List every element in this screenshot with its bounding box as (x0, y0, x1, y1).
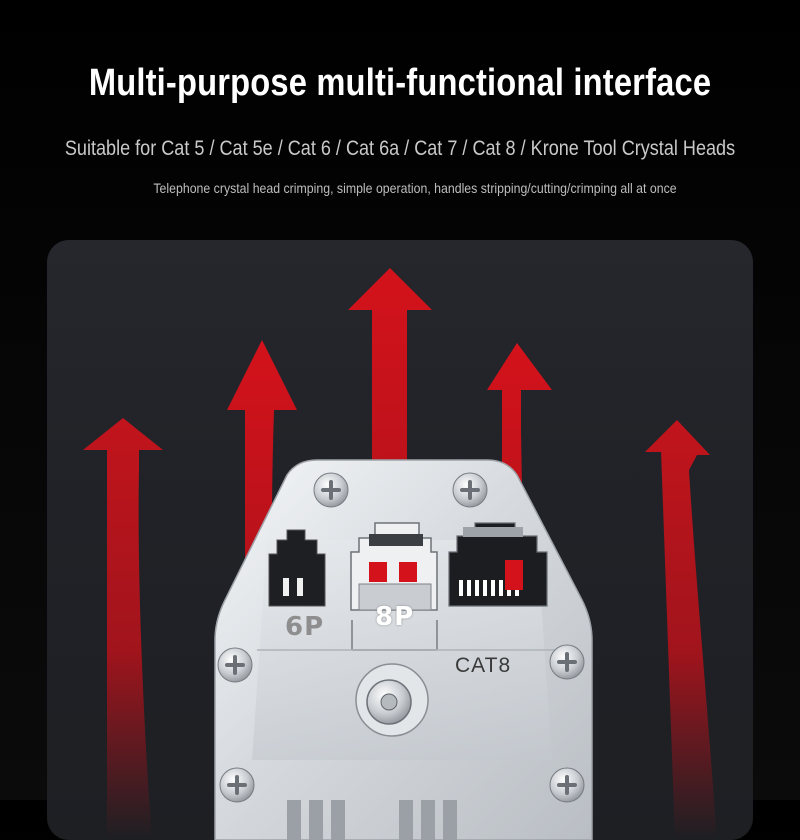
product-panel: 6P 8P CAT8 (47, 240, 753, 840)
feature-description: Telephone crystal head crimping, simple … (153, 180, 677, 196)
screw-icon (217, 647, 253, 683)
die-cat8 (448, 522, 548, 607)
die-6p-label: 6P (285, 612, 325, 642)
product-illustration (83, 268, 717, 840)
die-cat8-label: CAT8 (455, 654, 512, 677)
page-title: Multi-purpose multi-functional interface (88, 62, 712, 104)
screw-icon (313, 472, 349, 508)
die-8p (350, 522, 438, 611)
screw-icon (219, 767, 255, 803)
crimp-tool-head (214, 459, 593, 840)
die-6p (268, 529, 326, 607)
pivot-hub (355, 663, 429, 737)
die-8p-label: 8P (375, 602, 415, 632)
screw-icon (549, 644, 585, 680)
screw-icon (452, 472, 488, 508)
screw-icon (549, 767, 585, 803)
compatibility-subtitle: Suitable for Cat 5 / Cat 5e / Cat 6 / Ca… (64, 137, 736, 160)
arrow-up-icon (83, 418, 163, 840)
arrow-up-icon (645, 420, 717, 840)
